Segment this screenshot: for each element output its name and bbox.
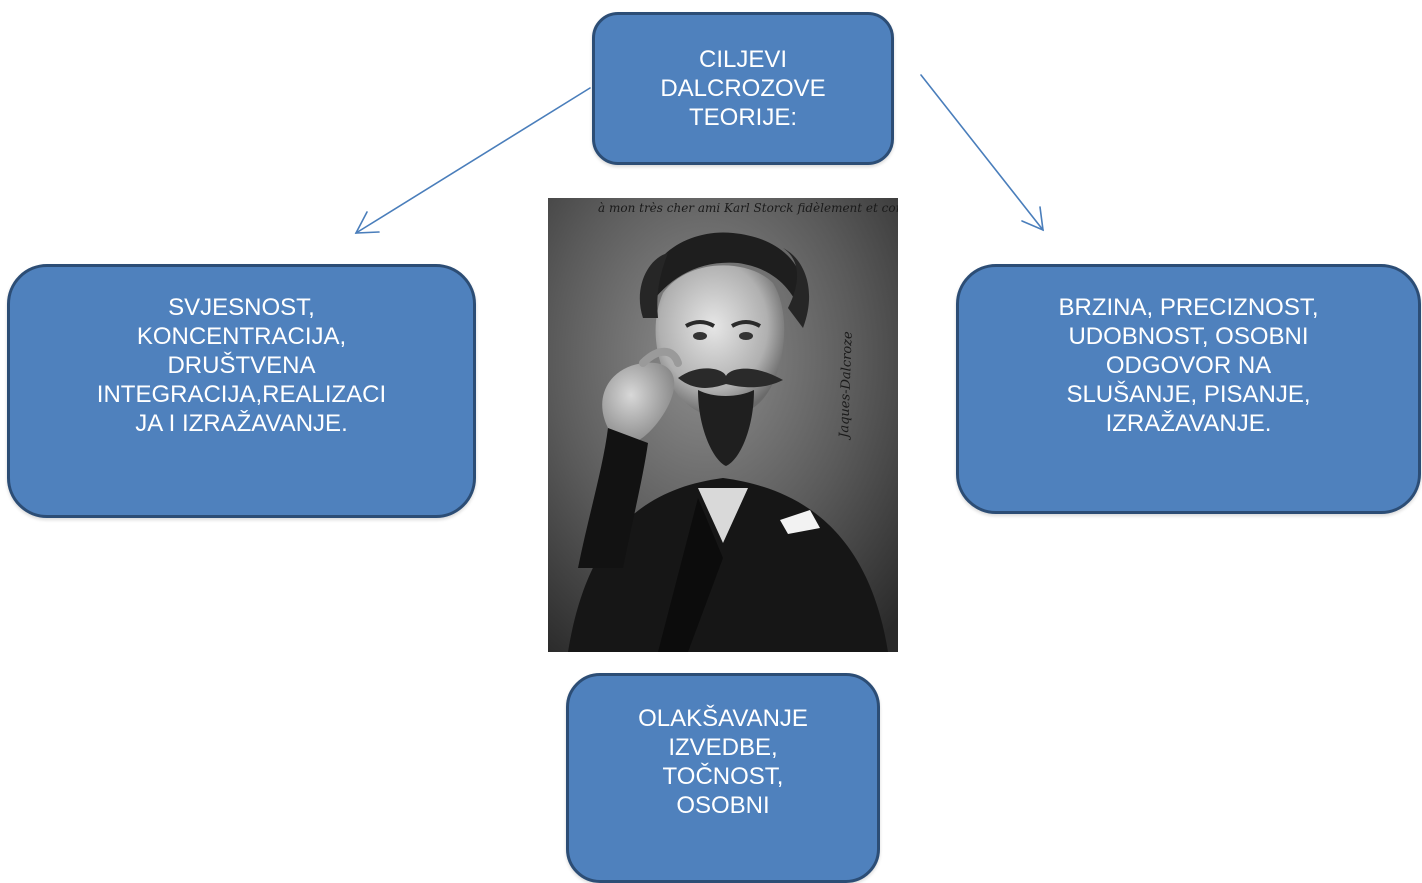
portrait-illustration: à mon très cher ami Karl Storck fidèleme… bbox=[548, 198, 962, 652]
goal-awareness-box: SVJESNOST, KONCENTRACIJA, DRUŠTVENA INTE… bbox=[7, 264, 476, 518]
goal-performance-box: OLAKŠAVANJE IZVEDBE, TOČNOST, OSOBNI bbox=[566, 673, 880, 883]
arrow-to-left-box bbox=[354, 87, 591, 234]
goal-speed-text: BRZINA, PRECIZNOST, UDOBNOST, OSOBNI ODG… bbox=[1058, 294, 1319, 437]
goal-performance-text: OLAKŠAVANJE IZVEDBE, TOČNOST, OSOBNI bbox=[638, 705, 808, 819]
arrow-to-right-box bbox=[920, 74, 1044, 232]
dalcroze-portrait-photo: à mon très cher ami Karl Storck fidèleme… bbox=[548, 198, 962, 652]
goal-title-box: CILJEVI DALCROZOVE TEORIJE: bbox=[592, 12, 894, 165]
goal-title-text: CILJEVI DALCROZOVE TEORIJE: bbox=[660, 46, 826, 131]
goal-speed-box: BRZINA, PRECIZNOST, UDOBNOST, OSOBNI ODG… bbox=[956, 264, 1421, 514]
portrait-signature: Jaques-Dalcroze bbox=[837, 331, 856, 441]
goal-awareness-text: SVJESNOST, KONCENTRACIJA, DRUŠTVENA INTE… bbox=[96, 294, 387, 437]
portrait-inscription: à mon très cher ami Karl Storck fidèleme… bbox=[598, 201, 898, 215]
